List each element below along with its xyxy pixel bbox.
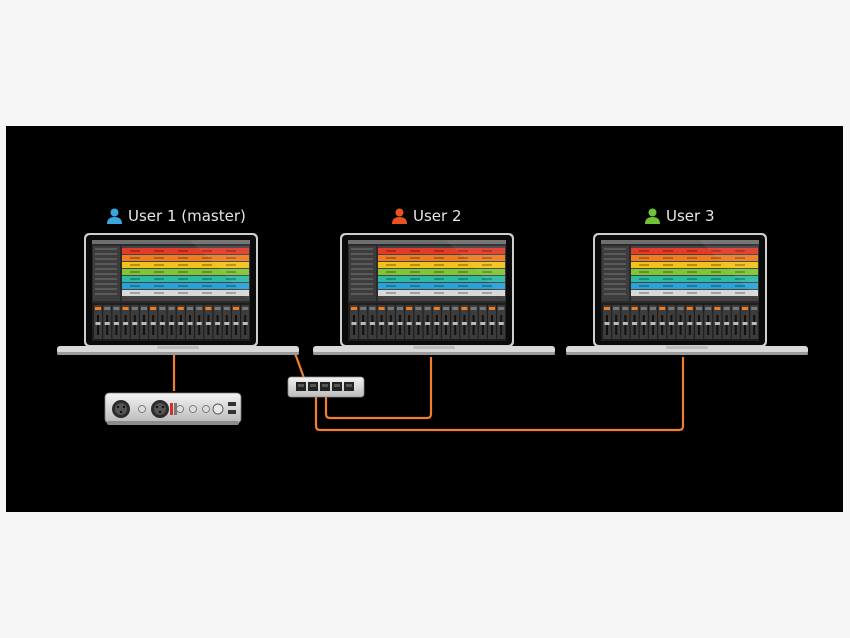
user-icon bbox=[645, 208, 660, 224]
cable-user3-switch bbox=[314, 357, 685, 432]
user-icon bbox=[392, 208, 407, 224]
laptop-icon bbox=[313, 233, 555, 355]
user-1-name: User 1 (master) bbox=[128, 207, 246, 225]
user-label-1: User 1 (master) bbox=[107, 205, 246, 227]
cable-user2-switch bbox=[324, 357, 433, 420]
user-3-name: User 3 bbox=[666, 207, 715, 225]
audio-interface-icon bbox=[104, 392, 242, 425]
laptop-user-1 bbox=[57, 233, 299, 357]
laptop-user-3 bbox=[566, 233, 808, 357]
user-2-name: User 2 bbox=[413, 207, 462, 225]
laptop-icon bbox=[57, 233, 299, 355]
laptop-icon bbox=[566, 233, 808, 355]
ethernet-switch-icon bbox=[287, 376, 365, 398]
network-diagram: User 1 (master) User 2 User 3 bbox=[6, 126, 843, 512]
user-icon bbox=[107, 208, 122, 224]
laptop-user-2 bbox=[313, 233, 555, 357]
user-label-2: User 2 bbox=[392, 205, 462, 227]
user-label-3: User 3 bbox=[645, 205, 715, 227]
